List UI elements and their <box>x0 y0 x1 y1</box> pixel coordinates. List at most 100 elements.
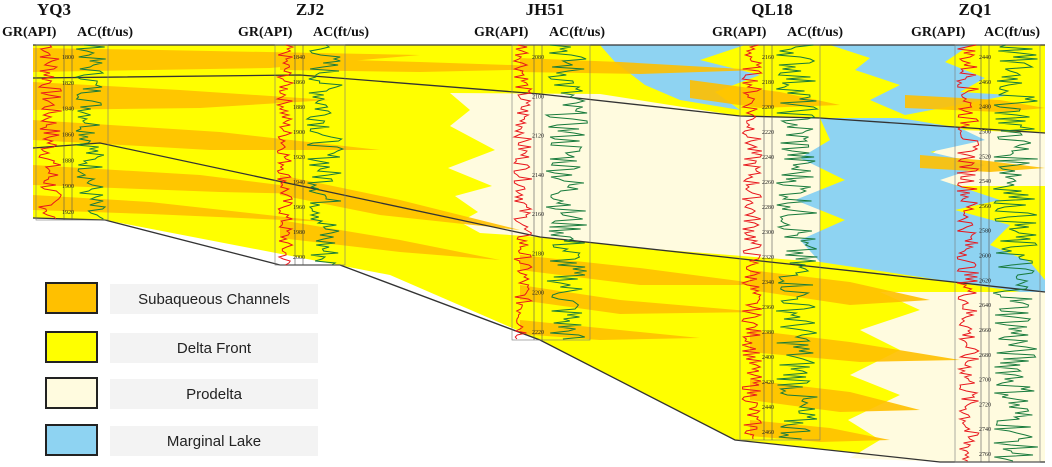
ac-header-zj2: AC(ft/us) <box>313 25 369 40</box>
depth-label: 2580 <box>979 229 991 235</box>
depth-label: 2480 <box>979 105 991 111</box>
well-name-zj2: ZJ2 <box>296 0 324 19</box>
depth-label: 2460 <box>979 80 991 86</box>
legend-label-bg-marginal-lake <box>110 426 318 456</box>
depth-label: 1840 <box>293 55 305 61</box>
depth-label: 2560 <box>979 204 991 210</box>
depth-label: 2180 <box>532 251 544 257</box>
gr-curve <box>275 44 295 266</box>
legend-item-prodelta: Prodelta <box>45 377 318 409</box>
depth-label: 2260 <box>762 180 774 186</box>
depth-label: 1920 <box>293 155 305 161</box>
legend-swatch-prodelta <box>45 377 98 409</box>
depth-label: 2520 <box>979 154 991 160</box>
well-name-ql18: QL18 <box>751 0 793 19</box>
depth-label: 2080 <box>532 55 544 61</box>
depth-label: 2200 <box>762 105 774 111</box>
depth-label: 2600 <box>979 254 991 260</box>
depth-label: 2460 <box>762 430 774 436</box>
log-track-frame <box>274 44 346 266</box>
depth-label: 2440 <box>979 55 991 61</box>
legend-item-marginal-lake: Marginal Lake <box>45 424 318 456</box>
gr-header-zq1: GR(API) <box>911 25 966 40</box>
depth-label: 1840 <box>62 107 74 113</box>
depth-label: 2220 <box>532 330 544 336</box>
legend-item-delta-front: Delta Front <box>45 331 318 363</box>
channel-2 <box>33 82 330 110</box>
depth-label: 2360 <box>762 305 774 311</box>
ac-header-yq3: AC(ft/us) <box>77 25 133 40</box>
ac-curve <box>776 44 819 440</box>
channel-12 <box>520 285 760 314</box>
gr-curve <box>512 44 534 340</box>
subaqueous-channels <box>33 48 1045 442</box>
gr-header-ql18: GR(API) <box>712 25 767 40</box>
gr-header-yq3: GR(API) <box>2 25 57 40</box>
legend-label-bg-prodelta <box>110 379 318 409</box>
marginal-lake-upper <box>600 45 760 110</box>
depth-label: 2380 <box>762 330 774 336</box>
well-name-jh51: JH51 <box>526 0 565 19</box>
depth-label: 2500 <box>979 129 991 135</box>
channel-10 <box>690 80 840 108</box>
depth-label: 2160 <box>532 212 544 218</box>
gr-header-zj2: GR(API) <box>238 25 293 40</box>
depth-label: 1940 <box>293 180 305 186</box>
prodelta-jh51-zone <box>448 93 820 262</box>
depth-label: 2420 <box>762 380 774 386</box>
depth-label: 2620 <box>979 278 991 284</box>
legend-label-channels: Subaqueous Channels <box>138 291 290 308</box>
legend: Subaqueous Channels Delta Front Prodelta… <box>45 282 318 456</box>
horizon-base <box>32 217 1045 463</box>
depth-label: 1880 <box>293 105 305 111</box>
legend-swatch-marginal-lake <box>45 424 98 456</box>
well-track-ql18: 2160218022002220224022602280230023202340… <box>739 44 821 441</box>
channel-3 <box>33 120 380 150</box>
depth-label: 2120 <box>532 134 544 140</box>
channel-13 <box>520 320 700 340</box>
depth-label: 1860 <box>62 133 74 139</box>
depth-label: 2640 <box>979 303 991 309</box>
channel-7 <box>280 175 520 230</box>
gr-header-jh51: GR(API) <box>474 25 529 40</box>
depth-label: 2740 <box>979 427 991 433</box>
marginal-lake-main <box>795 118 1045 292</box>
legend-label-marginal-lake: Marginal Lake <box>167 433 261 450</box>
log-headers: GR(API) AC(ft/us) GR(API) AC(ft/us) GR(A… <box>2 25 1040 40</box>
log-track-frame <box>954 44 1041 463</box>
well-track-zq1: 2440 2460 2480 2500 2520 2540 2560 2580 2600 2620… <box>954 44 1041 463</box>
legend-swatch-delta-front <box>45 331 98 363</box>
marginal-lake-areas <box>600 45 1045 292</box>
depth-label: 2160 <box>762 55 774 61</box>
ac-curve <box>75 44 107 220</box>
ac-curve <box>992 44 1038 462</box>
depth-label: 2100 <box>532 94 544 100</box>
depth-label: 2280 <box>762 205 774 211</box>
ac-curve <box>305 44 345 266</box>
depth-label: 1900 <box>62 184 74 190</box>
depth-label: 2240 <box>762 155 774 161</box>
channel-5 <box>33 195 330 222</box>
legend-item-channels: Subaqueous Channels <box>45 282 318 314</box>
depth-label: 2760 <box>979 452 991 458</box>
ac-header-zq1: AC(ft/us) <box>984 25 1040 40</box>
prodelta-zq1-lower <box>848 292 1045 462</box>
well-name-yq3: YQ3 <box>37 0 71 19</box>
channel-11 <box>520 255 770 285</box>
ac-header-ql18: AC(ft/us) <box>787 25 843 40</box>
depth-label: 1860 <box>293 80 305 86</box>
horizon-1 <box>32 74 1046 134</box>
depth-label: 2220 <box>762 130 774 136</box>
log-track-frame <box>739 44 821 441</box>
depth-label: 2540 <box>979 179 991 185</box>
depth-label: 2660 <box>979 328 991 334</box>
channel-4 <box>33 165 360 195</box>
depth-label: 2720 <box>979 402 991 408</box>
depth-label: 2340 <box>762 280 774 286</box>
gr-curve <box>37 44 63 220</box>
depth-label: 1920 <box>62 210 74 216</box>
ac-curve <box>544 44 588 340</box>
channel-19 <box>920 155 1045 172</box>
